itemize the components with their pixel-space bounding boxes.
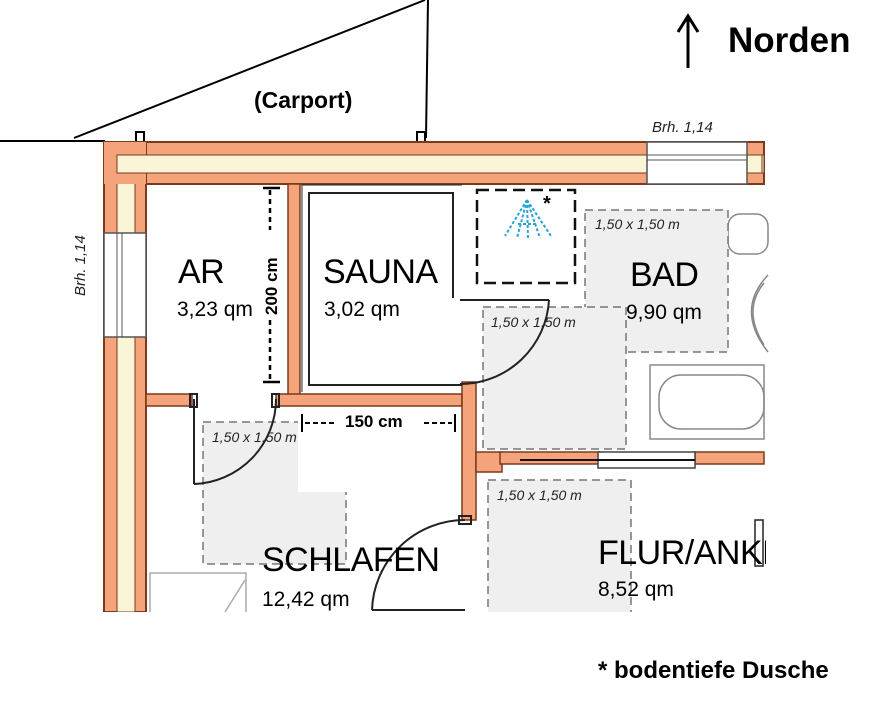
door-schlafen bbox=[371, 515, 472, 611]
room-bad-name: BAD bbox=[630, 256, 699, 294]
room-flur-area: 8,52 qm bbox=[598, 578, 674, 601]
room-sauna-name: SAUNA bbox=[323, 253, 438, 291]
turning-label-flur: 1,50 x 1,50 m bbox=[497, 487, 582, 503]
dimension-vertical bbox=[263, 186, 280, 384]
turning-label-sauna-door: 1,50 x 1,50 m bbox=[491, 314, 576, 330]
turning-space-sauna-door bbox=[482, 306, 627, 450]
sauna-cabin bbox=[301, 184, 462, 392]
window-left bbox=[103, 232, 147, 338]
wardrobe bbox=[149, 572, 247, 614]
room-sauna-area: 3,02 qm bbox=[324, 298, 400, 321]
footnote: * bodentiefe Dusche bbox=[598, 657, 829, 684]
bathtub bbox=[649, 364, 765, 440]
room-bad-area: 9,90 qm bbox=[626, 301, 702, 324]
room-schlafen-name: SCHLAFEN bbox=[262, 541, 440, 579]
shower-marker: * bbox=[543, 193, 551, 215]
carport-label: (Carport) bbox=[254, 87, 353, 113]
clearance-gap bbox=[298, 412, 446, 492]
flur-detail bbox=[754, 519, 764, 567]
carport-outline bbox=[0, 0, 429, 143]
door-ar bbox=[189, 393, 280, 485]
dimension-horizontal bbox=[301, 414, 456, 432]
interior-walls bbox=[145, 183, 765, 521]
door-sauna bbox=[459, 299, 550, 386]
shower-area bbox=[475, 188, 577, 285]
window-top bbox=[646, 141, 748, 185]
turning-label-bad: 1,50 x 1,50 m bbox=[595, 216, 680, 232]
dimension-vertical-label: 200 cm bbox=[262, 257, 281, 315]
north-label: Norden bbox=[728, 21, 851, 60]
turning-label-ar: 1,50 x 1,50 m bbox=[212, 429, 297, 445]
turning-space-flur bbox=[487, 479, 632, 616]
window-left-label: Brh. 1,14 bbox=[72, 235, 89, 296]
door-bath-sliding bbox=[520, 451, 696, 469]
room-schlafen-area: 12,42 qm bbox=[262, 588, 350, 611]
window-top-label: Brh. 1,14 bbox=[652, 119, 713, 136]
room-ar-name: AR bbox=[178, 253, 225, 291]
bath-fixtures bbox=[727, 213, 769, 353]
north-arrow-icon bbox=[676, 13, 700, 68]
dimension-horizontal-label: 150 cm bbox=[345, 412, 403, 431]
room-ar-area: 3,23 qm bbox=[177, 298, 253, 321]
room-flur-name: FLUR/ANKL bbox=[598, 534, 766, 572]
shower-icon bbox=[504, 199, 552, 240]
